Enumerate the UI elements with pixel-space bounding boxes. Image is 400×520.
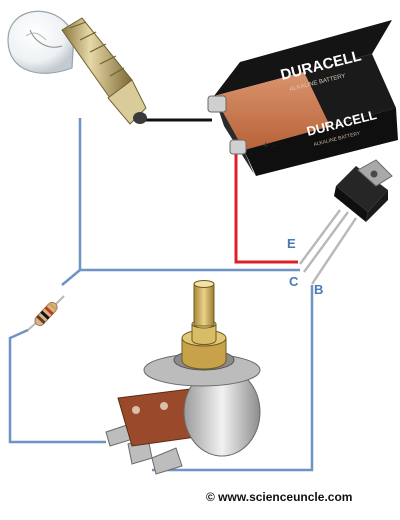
wire-resistor-to-pot bbox=[8, 328, 106, 444]
transistor-pin-collector-label: C bbox=[289, 274, 299, 289]
potentiometer-icon bbox=[105, 280, 261, 475]
resistor-icon bbox=[27, 295, 65, 331]
potentiometer-knob-shaft bbox=[193, 283, 215, 327]
light-bulb-icon bbox=[7, 10, 147, 125]
copyright-notice: © www.scienceuncle.com bbox=[206, 490, 353, 504]
transistor-pin-emitter-label: E bbox=[287, 236, 296, 251]
wire-pot-to-base bbox=[152, 285, 314, 472]
wires bbox=[8, 118, 314, 472]
bulb-screw-base bbox=[61, 17, 147, 125]
wire-battery-to-emitter bbox=[234, 150, 298, 264]
wire-node-to-resistor bbox=[61, 269, 81, 286]
battery-terminals bbox=[207, 95, 247, 155]
battery-icon: DURACELL ALKALINE BATTERY DURACELL ALKAL… bbox=[207, 20, 398, 176]
battery-plus-minus-icon: + - bbox=[262, 141, 276, 151]
transistor-pin-base-label: B bbox=[314, 282, 324, 297]
transistor-icon bbox=[299, 159, 393, 285]
